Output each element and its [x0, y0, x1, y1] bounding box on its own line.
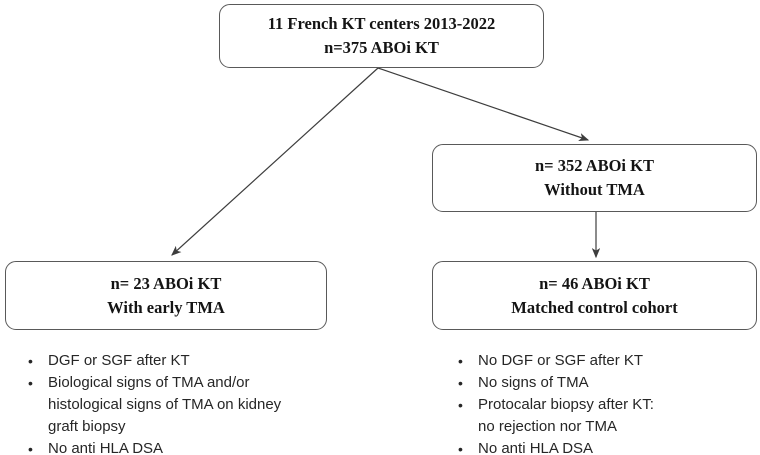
box-without-tma-line2: Without TMA	[544, 180, 645, 199]
box-matched-control: n= 46 ABOi KT Matched control cohort	[432, 261, 757, 330]
criteria-early-tma-item: Biological signs of TMA and/or histologi…	[28, 372, 328, 438]
box-with-early-tma: n= 23 ABOi KT With early TMA	[5, 261, 327, 330]
criteria-matched-item: No DGF or SGF after KT	[458, 350, 748, 372]
box-all-centers-line1: 11 French KT centers 2013-2022	[267, 14, 496, 33]
box-all-centers-line2: n=375 ABOi KT	[324, 38, 439, 57]
box-without-tma: n= 352 ABOi KT Without TMA	[432, 144, 757, 212]
box-matched-control-line1: n= 46 ABOi KT	[539, 273, 650, 293]
box-all-centers: 11 French KT centers 2013-2022 n=375 ABO…	[219, 4, 544, 68]
criteria-list-early-tma: DGF or SGF after KT Biological signs of …	[28, 350, 328, 455]
box-without-tma-line1: n= 352 ABOi KT	[535, 156, 654, 175]
criteria-early-tma-item: DGF or SGF after KT	[28, 350, 328, 372]
box-with-early-tma-line1: n= 23 ABOi KT	[110, 273, 222, 293]
criteria-matched-item: No anti HLA DSA	[458, 438, 748, 455]
criteria-matched-item: No signs of TMA	[458, 372, 748, 394]
criteria-list-matched: No DGF or SGF after KT No signs of TMA P…	[458, 350, 748, 455]
box-matched-control-line2: Matched control cohort	[511, 297, 678, 317]
arrow-top-to-early-tma	[171, 67, 379, 256]
box-with-early-tma-line2: With early TMA	[107, 297, 225, 317]
criteria-matched-item: Protocalar biopsy after KT: no rejection…	[458, 394, 748, 438]
arrow-top-to-without-tma	[377, 67, 590, 142]
criteria-early-tma-item: No anti HLA DSA	[28, 438, 328, 455]
